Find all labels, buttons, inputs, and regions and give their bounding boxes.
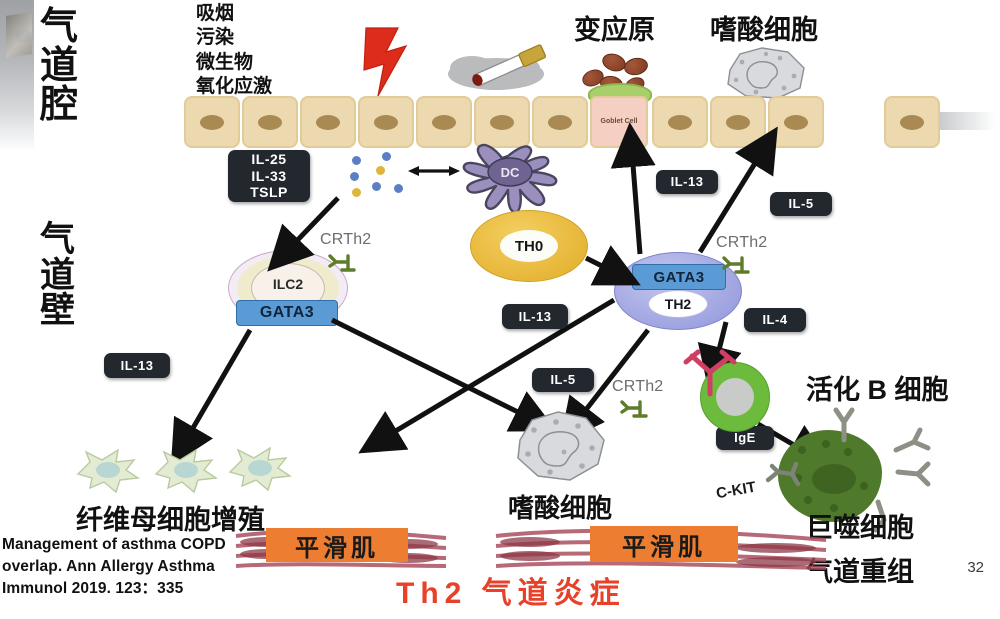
crth2-receptor-icon bbox=[328, 254, 356, 272]
fibroblast-proliferation-label: 纤维母细胞增殖 bbox=[76, 505, 265, 535]
crth2-ilc2-label: CRTh2 bbox=[320, 231, 372, 248]
ilc2-cell: ILC2 GATA3 bbox=[228, 250, 348, 326]
page-number: 32 bbox=[967, 559, 984, 576]
allergen-label: 变应原 bbox=[574, 15, 655, 45]
badge-il13-epithelium: IL-13 bbox=[656, 170, 718, 194]
badge-il4: IL-4 bbox=[744, 308, 806, 332]
background-photo-fragment bbox=[0, 0, 34, 152]
th2-label: TH2 bbox=[648, 290, 708, 318]
airway-wall-label: 气 道 壁 bbox=[40, 220, 76, 331]
ckit-receptor-icon bbox=[765, 461, 801, 487]
airway-lumen-label: 气 道 腔 bbox=[40, 6, 79, 126]
crth2-receptor-icon bbox=[620, 400, 648, 418]
trigger-list: 吸烟 污染 微生物 氧化应激 bbox=[196, 3, 273, 97]
airway-remodeling-label: 气道重组 bbox=[806, 557, 914, 587]
macrophage-receptors-icon bbox=[833, 407, 931, 533]
eosinophil-cell-top bbox=[727, 47, 805, 99]
antibody-icon bbox=[683, 349, 737, 397]
epithelial-cell bbox=[532, 96, 588, 148]
activated-b-cell-label: 活化 B 细胞 bbox=[806, 375, 949, 405]
citation-text: Management of asthma COPD overlap. Ann A… bbox=[2, 536, 226, 597]
slide-bottom-title: Th2 气道炎症 bbox=[396, 577, 626, 610]
epithelial-cell bbox=[652, 96, 708, 148]
crth2-eosinophil-label: CRTh2 bbox=[612, 378, 664, 395]
th0-cell: TH0 bbox=[470, 210, 588, 282]
cytokine-dots-cluster bbox=[350, 152, 408, 198]
badge-il13-left: IL-13 bbox=[104, 353, 170, 378]
th0-label: TH0 bbox=[500, 230, 558, 262]
smooth-muscle-label-left: 平滑肌 bbox=[266, 528, 408, 562]
gata3-ilc2-badge: GATA3 bbox=[236, 300, 338, 326]
epithelial-cell bbox=[416, 96, 472, 148]
smooth-muscle-label-right: 平滑肌 bbox=[590, 526, 738, 562]
eosinophil-cell-bottom bbox=[517, 411, 605, 481]
fibroblast-cells bbox=[76, 446, 292, 494]
epithelial-cell bbox=[300, 96, 356, 148]
epithelial-cell bbox=[884, 96, 940, 148]
epithelium-fade-edge bbox=[940, 112, 996, 130]
eosinophil-bottom-label: 嗜酸细胞 bbox=[508, 493, 613, 523]
ilc2-label: ILC2 bbox=[272, 276, 304, 292]
svg-text:DC: DC bbox=[501, 165, 520, 180]
epithelial-cell bbox=[184, 96, 240, 148]
eosinophil-top-label: 嗜酸细胞 bbox=[710, 15, 818, 45]
cigarette-smoke-icon bbox=[448, 44, 547, 90]
badge-il5-mid: IL-5 bbox=[532, 368, 594, 392]
badge-il5-epithelium: IL-5 bbox=[770, 192, 832, 216]
epithelial-cell bbox=[358, 96, 414, 148]
epithelial-cell bbox=[474, 96, 530, 148]
epithelial-cell bbox=[242, 96, 298, 148]
bidirectional-arrow-icon bbox=[408, 166, 460, 176]
badge-alarmins: IL-25 IL-33 TSLP bbox=[228, 150, 310, 202]
badge-il13-mid: IL-13 bbox=[502, 304, 568, 329]
lightning-bolt-icon bbox=[363, 27, 408, 97]
crth2-th2-label: CRTh2 bbox=[716, 234, 768, 251]
crth2-receptor-icon bbox=[722, 256, 750, 274]
